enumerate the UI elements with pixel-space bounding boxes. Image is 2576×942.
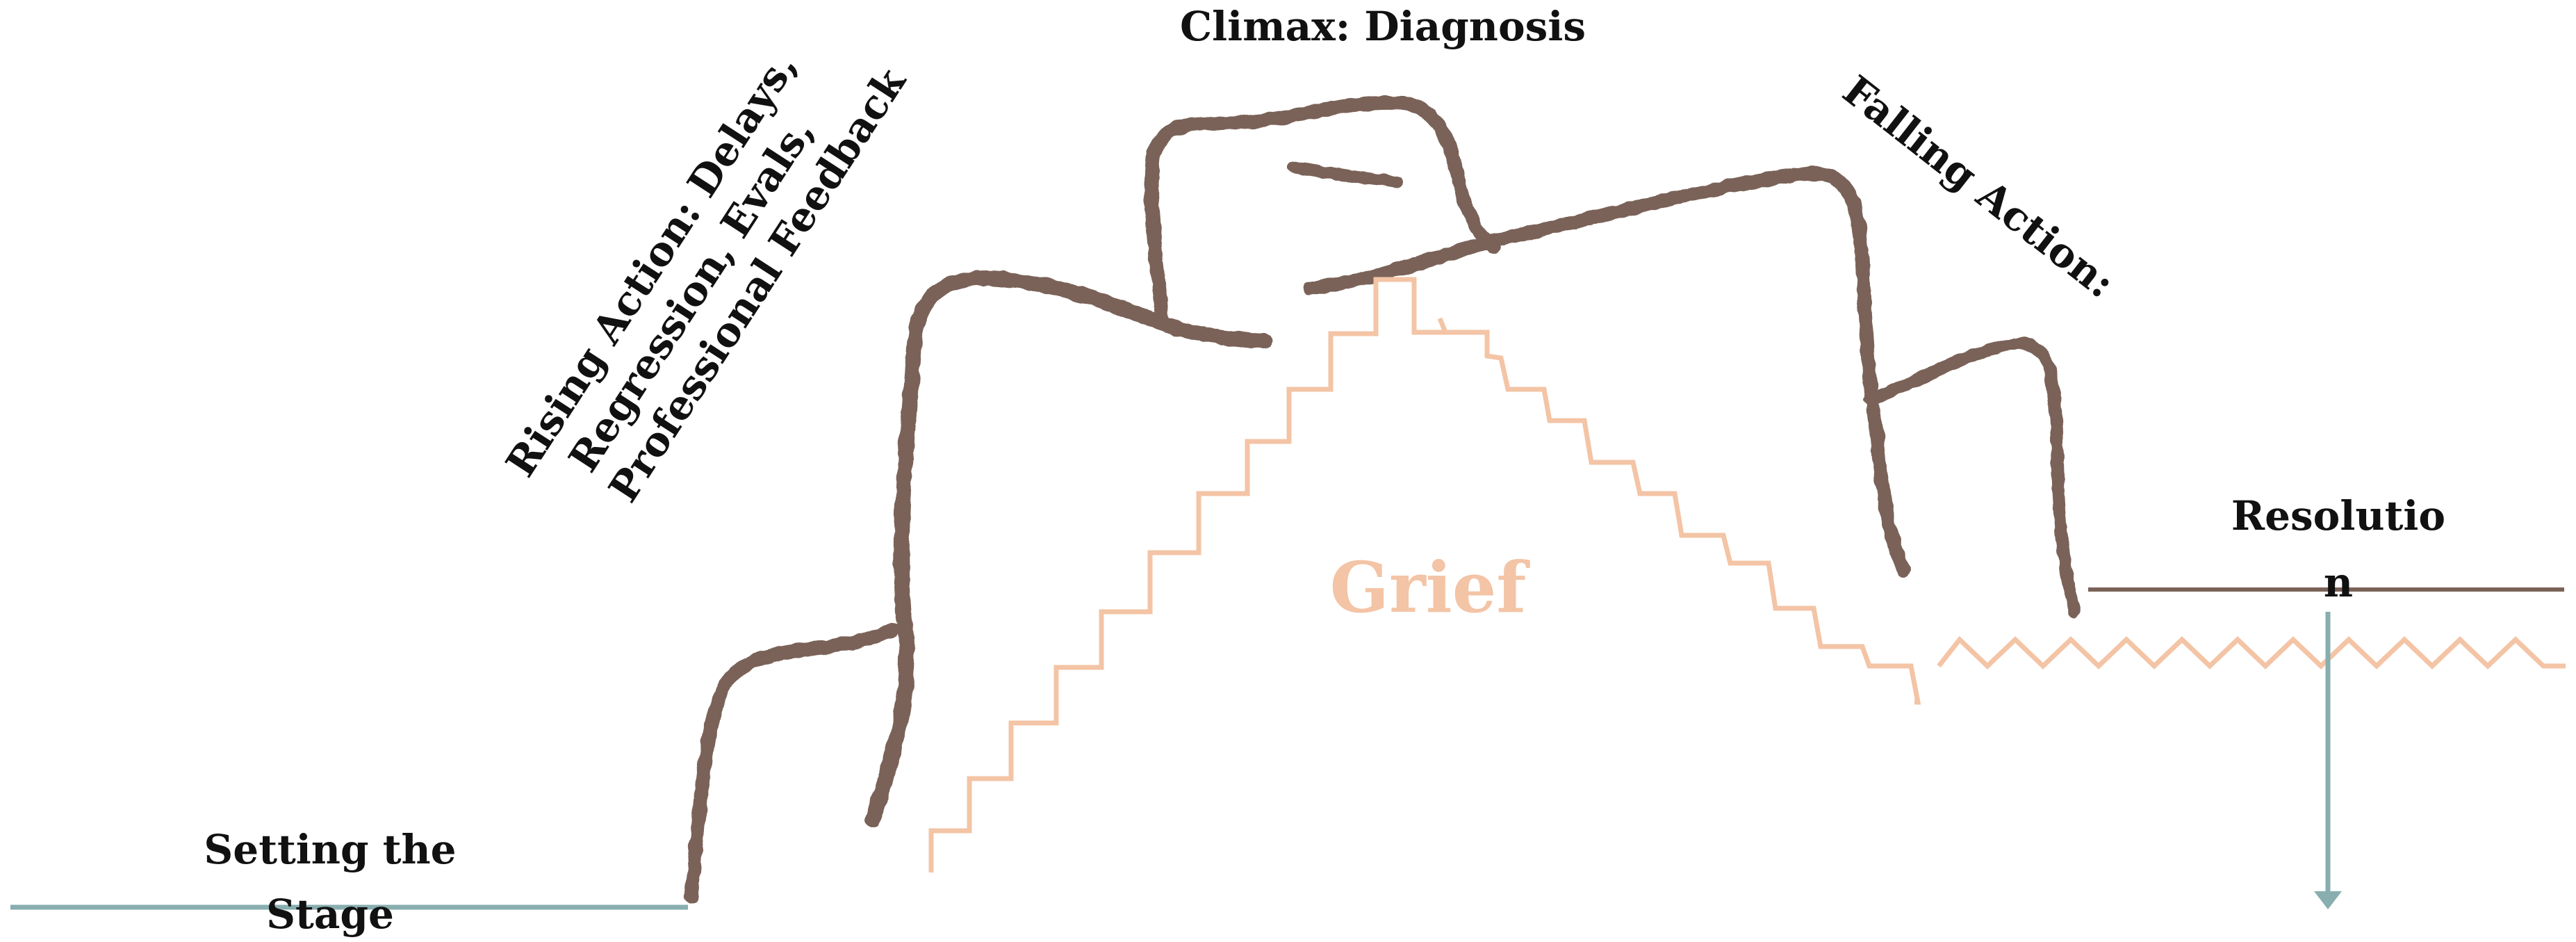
grief-staircase bbox=[931, 279, 2566, 872]
resolution-arrowhead bbox=[2314, 891, 2342, 909]
setting-the-stage-line-1: Setting the bbox=[204, 826, 456, 873]
rising-action-label: Rising Action: Delays, Regression, Evals… bbox=[497, 4, 916, 539]
story-mountain-outline bbox=[691, 103, 2074, 897]
grief-label: Grief bbox=[1330, 546, 1531, 628]
setting-the-stage-line-2: Stage bbox=[266, 891, 394, 938]
resolution-label-line-1: Resolutio bbox=[2231, 492, 2445, 539]
falling-action-label: Falling Action: bbox=[1834, 66, 2124, 307]
resolution-label-line-2: n bbox=[2324, 559, 2353, 606]
climax-label: Climax: Diagnosis bbox=[1180, 3, 1586, 50]
